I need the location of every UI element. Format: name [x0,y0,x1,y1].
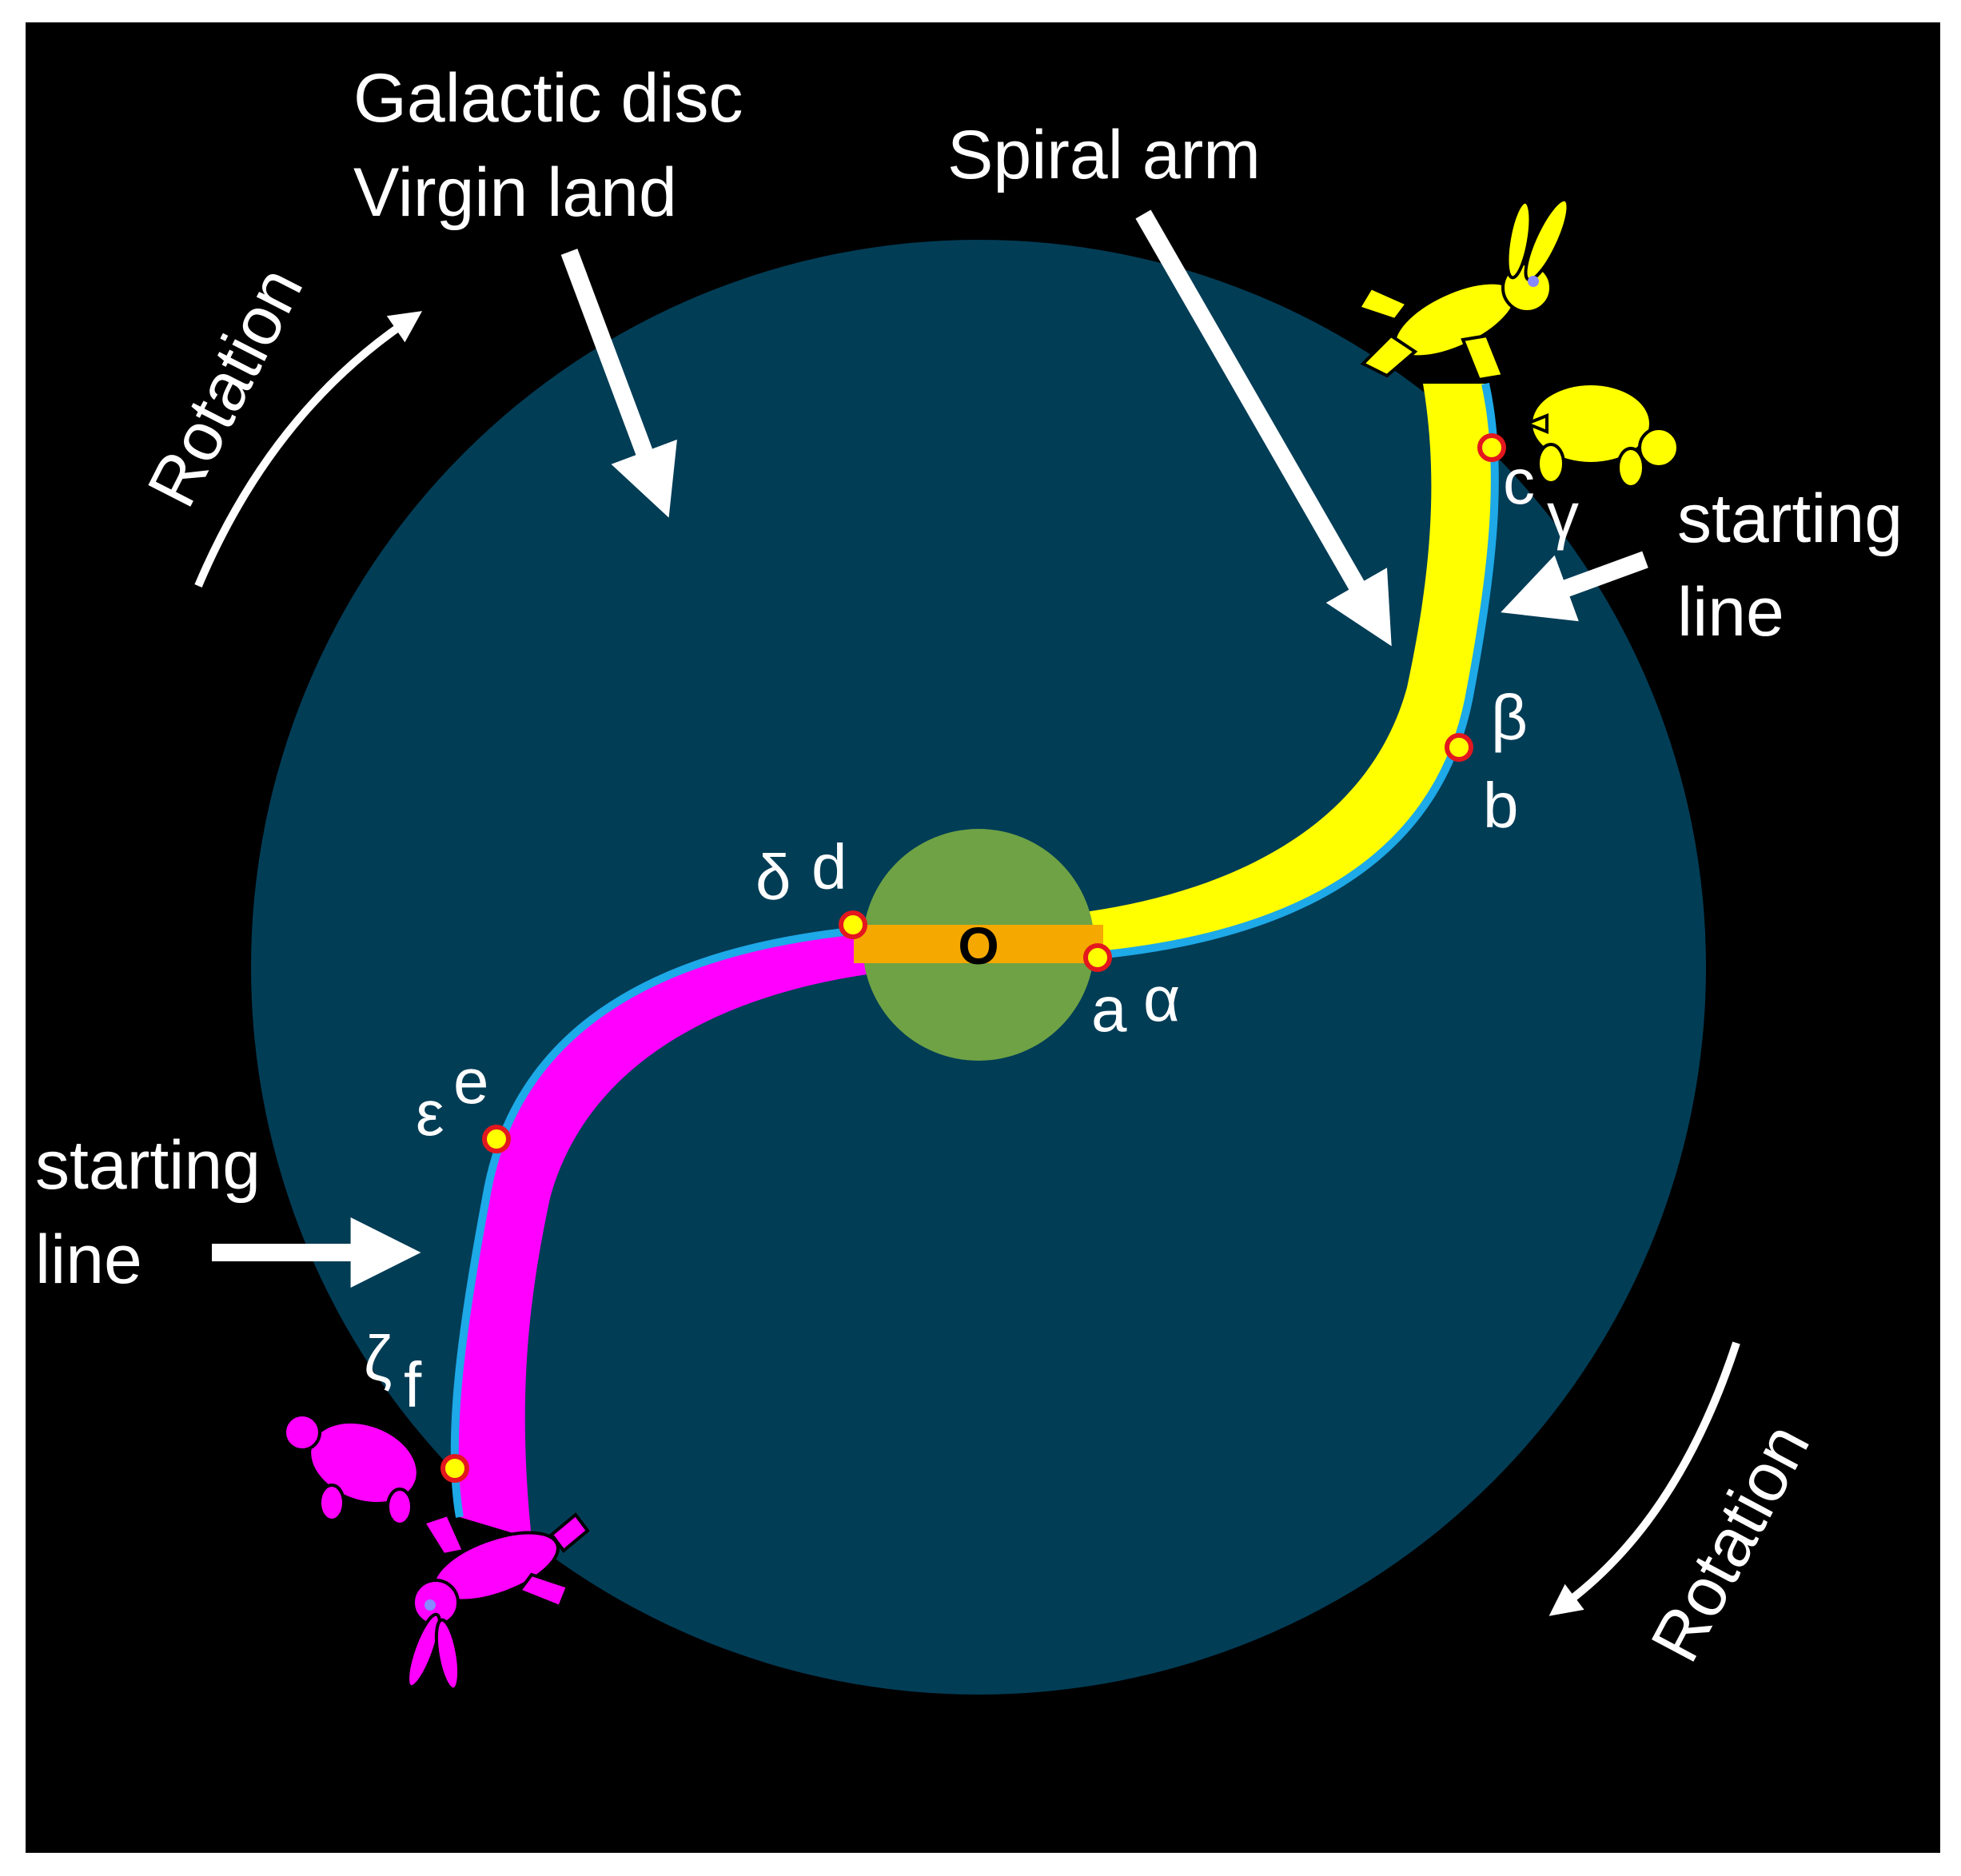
starting-line-left-1: starting [35,1127,261,1204]
marker-f [440,1454,469,1483]
rotation-arrow-top [194,311,423,587]
label-delta: δ [755,842,791,913]
starting-line-left-2: line [35,1221,142,1298]
label-epsilon: ε [416,1077,444,1149]
marker-a [1083,943,1112,972]
rabbit-eye-magenta [424,1599,436,1611]
rabbit-eye-yellow [1528,276,1539,287]
spiral-arm-arrow [1135,209,1392,647]
tortoise-icon-magenta [283,1413,420,1526]
central-bar [854,925,1103,963]
spiral-arm-upper [979,384,1495,961]
label-f: f [404,1349,422,1420]
label-zeta: ζ [364,1323,392,1394]
spiral-arm-lower [454,925,979,1539]
marker-d [839,910,867,939]
label-e: e [453,1046,489,1117]
rabbit-icon-magenta [406,1512,590,1691]
rotation-arrow-bottom [1548,1341,1740,1616]
starting-line-right-arrow [1501,551,1648,622]
label-c: c [1503,446,1535,517]
disc-arrow [560,249,677,518]
spiral-arm-upper-edge [978,382,1499,965]
marker-c [1477,433,1506,462]
marker-b [1445,733,1473,762]
label-beta: β [1491,682,1528,753]
label-d: d [811,831,847,902]
label-b: b [1483,770,1519,841]
point-markers [440,433,1506,1483]
rabbit-icon-yellow [1357,197,1570,382]
label-a: a [1091,974,1127,1045]
virgin-land-label: Virgin land [353,154,677,231]
spiral-arm-label: Spiral arm [947,117,1261,193]
tortoise-icon-yellow [1522,382,1680,488]
label-alpha: α [1143,963,1180,1034]
starting-line-right-2: line [1677,574,1784,651]
label-gamma: γ [1547,480,1579,551]
center-label: O [958,916,998,975]
galactic-disc-label: Galactic disc [353,60,743,137]
pointer-arrows [212,209,1648,1288]
starting-line-right-1: starting [1677,480,1903,557]
marker-e [482,1125,511,1153]
